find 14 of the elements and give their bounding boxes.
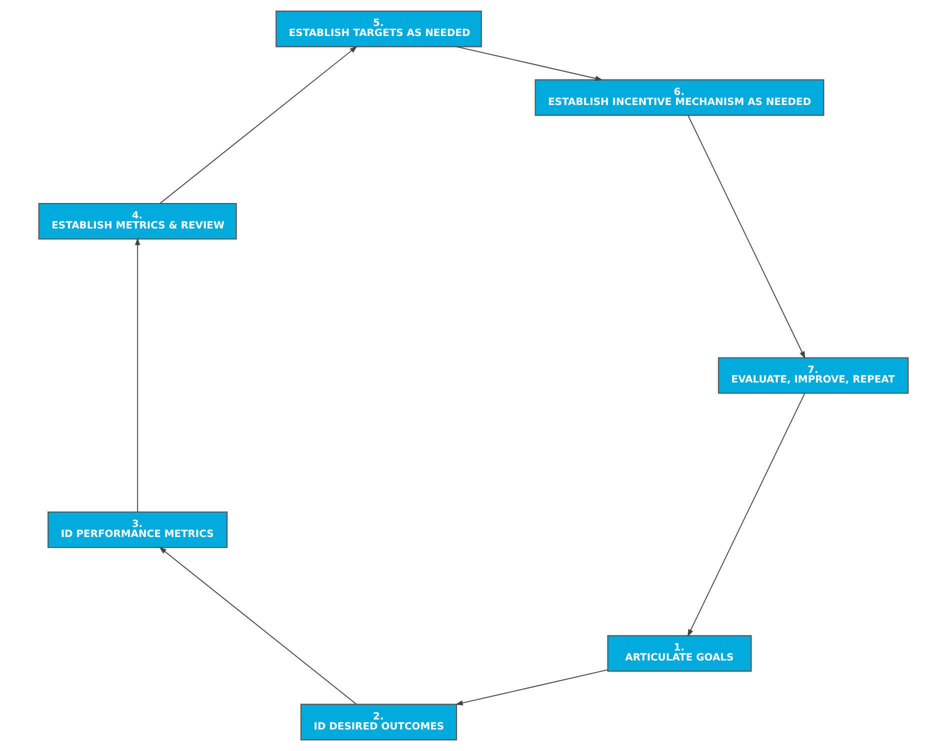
arrow (687, 392, 806, 637)
node-box: 6. ESTABLISH INCENTIVE MECHANISM AS NEEDED (534, 79, 824, 116)
node-box: 3. ID PERFORMANCE METRICS (48, 511, 228, 548)
arrow (160, 46, 358, 204)
node-box: 1. ARTICULATE GOALS (607, 635, 752, 672)
node-box: 2. ID DESIRED OUTCOMES (300, 704, 458, 740)
node-box: 5. ESTABLISH TARGETS AS NEEDED (276, 10, 482, 48)
arrow (688, 114, 806, 359)
node-box: 4. ESTABLISH METRICS & REVIEW (38, 202, 237, 240)
arrow (134, 238, 140, 512)
node-box: 7. EVALUATE, IMPROVE, REPEAT (718, 357, 909, 394)
arrow (456, 46, 603, 81)
arrow (158, 546, 357, 705)
arrow (455, 669, 608, 706)
